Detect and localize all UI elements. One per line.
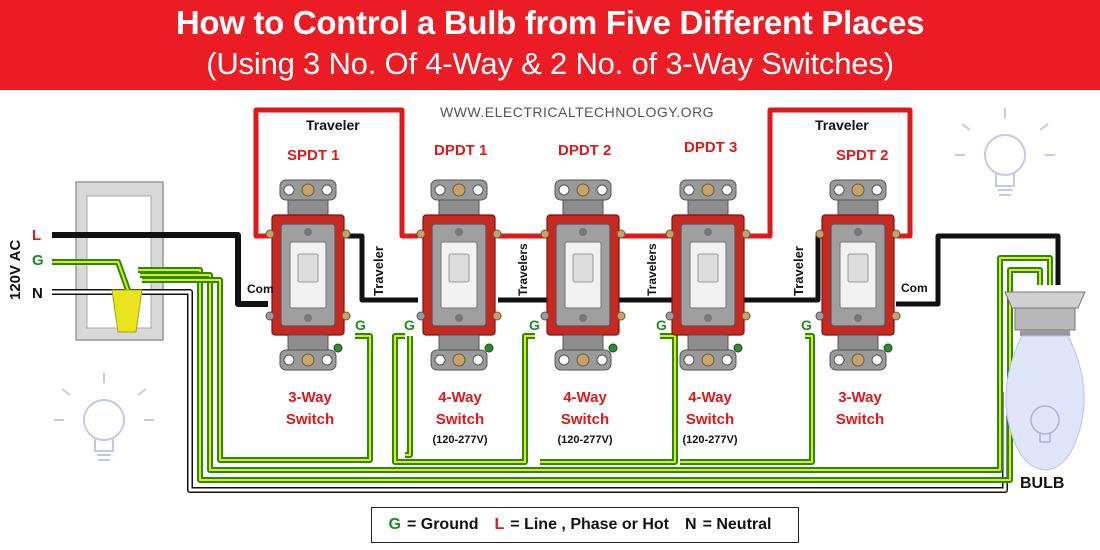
bulb-label: BULB <box>1020 475 1064 492</box>
terminal-n: N <box>32 285 43 302</box>
switch-type-label: Switch <box>686 411 734 428</box>
switch-type-label: 3-Way <box>838 389 882 406</box>
travelers-label: Travelers <box>516 243 530 296</box>
switch-icon <box>815 179 901 371</box>
switch-top-label: DPDT 3 <box>684 139 737 156</box>
travelers-label: Travelers <box>645 243 659 296</box>
ground-label: G <box>801 317 812 333</box>
traveler-wires-black <box>346 233 1061 307</box>
switch-top-label: DPDT 2 <box>558 142 611 159</box>
ground-wire <box>52 255 1053 483</box>
legend-box: G = Ground L = Line , Phase or Hot N = N… <box>371 507 799 543</box>
switch-type-label: Switch <box>836 411 884 428</box>
title-line1: How to Control a Bulb from Five Differen… <box>175 4 925 41</box>
legend-n-text: = Neutral <box>702 516 772 533</box>
traveler-label: Traveler <box>371 246 386 296</box>
switch-top-label: SPDT 1 <box>287 147 340 164</box>
switch-rating: (120-277V) <box>682 434 737 446</box>
lightbulb-icon <box>54 373 154 461</box>
legend-l-text: = Line , Phase or Hot <box>510 516 669 533</box>
supply-label: 120V AC <box>7 240 24 300</box>
legend-g-text: = Ground <box>406 516 479 533</box>
bulb-icon <box>1005 335 1085 471</box>
switch-type-label: 4-Way <box>688 389 732 406</box>
switch-rating: (120-277V) <box>557 434 612 446</box>
legend-l-key: L <box>494 516 505 533</box>
ground-label: G <box>404 317 415 333</box>
title-line2: (Using 3 No. Of 4-Way & 2 No. of 3-Way S… <box>206 46 894 81</box>
legend-g-key: G <box>388 516 401 533</box>
ground-label: G <box>656 317 667 333</box>
bulb-socket-icon <box>1004 291 1086 336</box>
ground-label: G <box>529 317 540 333</box>
wire-nut-icon <box>111 289 143 333</box>
switch-rating: (120-277V) <box>432 434 487 446</box>
website-text: WWW.ELECTRICALTECHNOLOGY.ORG <box>440 104 714 120</box>
switch-top-label: DPDT 1 <box>434 142 487 159</box>
switch-icon <box>265 179 351 371</box>
legend-n-key: N <box>685 516 697 533</box>
terminal-l: L <box>32 227 41 244</box>
traveler-label: Traveler <box>791 246 806 296</box>
title-banner: How to Control a Bulb from Five Differen… <box>0 0 1100 90</box>
switch-icon <box>665 179 751 371</box>
switch-type-label: Switch <box>286 411 334 428</box>
switch-type-label: 4-Way <box>563 389 607 406</box>
ground-label: G <box>355 317 366 333</box>
com-label: Com <box>247 282 274 296</box>
switch-type-label: 4-Way <box>438 389 482 406</box>
traveler-wires <box>253 107 913 239</box>
switch-icon <box>416 179 502 371</box>
line-wire <box>52 232 1008 493</box>
lightbulb-icon <box>955 108 1055 196</box>
switch-icon <box>540 179 626 371</box>
switch-top-label: SPDT 2 <box>836 147 889 164</box>
switch-type-label: Switch <box>561 411 609 428</box>
com-label: Com <box>901 281 928 295</box>
switch-type-label: 3-Way <box>288 389 332 406</box>
traveler-label: Traveler <box>306 117 360 133</box>
traveler-label: Traveler <box>815 117 869 133</box>
terminal-g: G <box>32 252 44 269</box>
switch-type-label: Switch <box>436 411 484 428</box>
